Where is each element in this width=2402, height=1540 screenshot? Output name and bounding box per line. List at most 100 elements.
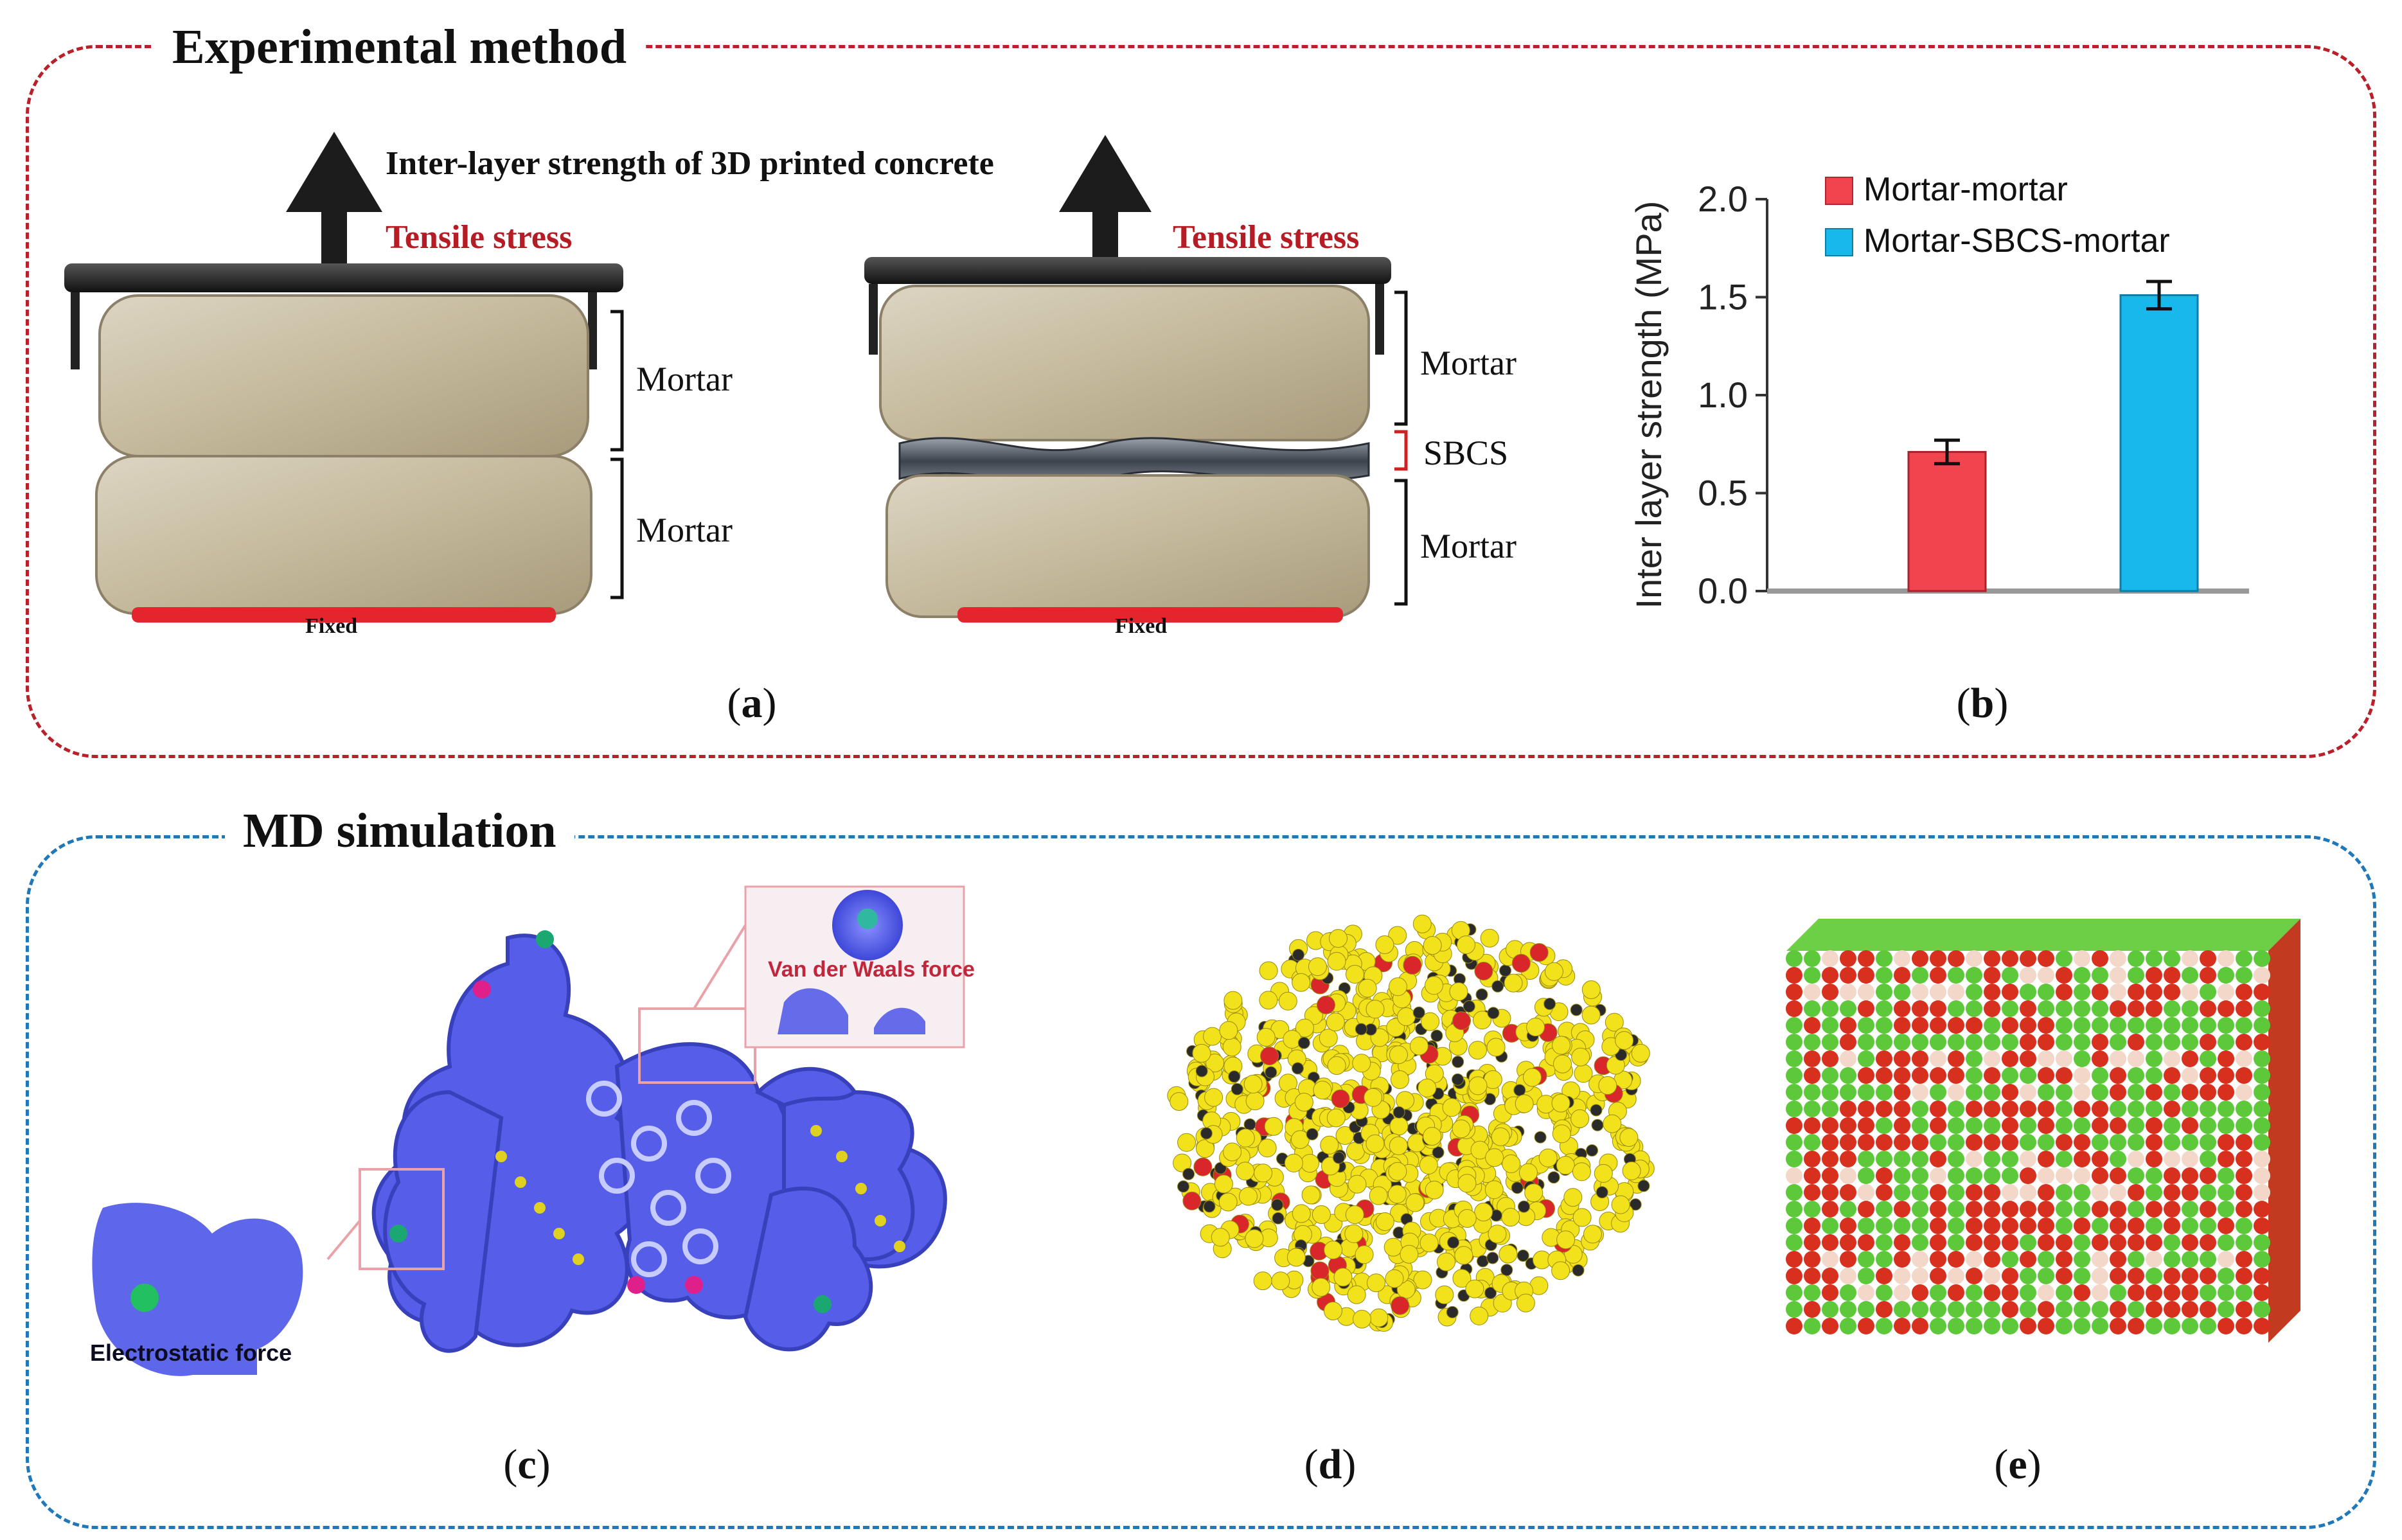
atom xyxy=(1822,1151,1838,1167)
atom xyxy=(2002,1084,2018,1101)
atom xyxy=(1452,1073,1464,1086)
atom xyxy=(1858,1217,1874,1234)
crystal-side-face xyxy=(2268,919,2300,1343)
atom xyxy=(1930,1284,1946,1301)
atom xyxy=(1876,1000,1892,1017)
atom xyxy=(1948,1184,1964,1201)
atom xyxy=(1272,1212,1285,1225)
atom xyxy=(1912,1251,1928,1268)
atom xyxy=(2164,1167,2180,1184)
atom xyxy=(2002,1134,2018,1151)
atom xyxy=(2020,967,2036,984)
atom xyxy=(1786,1117,1802,1134)
atom xyxy=(1544,962,1563,981)
atom xyxy=(1876,1301,1892,1318)
atom xyxy=(1858,1017,1874,1034)
atom xyxy=(1876,1050,1892,1067)
atom xyxy=(1236,1162,1255,1181)
atom xyxy=(1858,1067,1874,1084)
atom xyxy=(2020,1034,2036,1050)
atom xyxy=(1355,1245,1374,1264)
vdw-force-label: Van der Waals force xyxy=(768,957,975,982)
atom xyxy=(1563,1188,1583,1207)
atom xyxy=(1346,1142,1365,1161)
atom xyxy=(1894,1117,1910,1134)
atom xyxy=(1876,1067,1892,1084)
atom xyxy=(2002,1067,2018,1084)
atom xyxy=(2200,1084,2216,1101)
atom xyxy=(2074,1284,2090,1301)
atom xyxy=(2254,1268,2270,1284)
atom xyxy=(2164,1017,2180,1034)
atom xyxy=(1391,1296,1410,1315)
atom xyxy=(1894,1234,1910,1251)
right-tensile-stress-label: Tensile stress xyxy=(1173,219,1360,256)
atom xyxy=(1876,1117,1892,1134)
atom xyxy=(2020,950,2036,967)
atom xyxy=(1786,1017,1802,1034)
atom xyxy=(2056,1318,2072,1334)
atom xyxy=(1786,1234,1802,1251)
atom xyxy=(1894,1017,1910,1034)
atom xyxy=(2110,1034,2126,1050)
atom xyxy=(2218,1000,2234,1017)
atom xyxy=(1894,1084,1910,1101)
atom xyxy=(2056,1117,2072,1134)
atom xyxy=(2128,1151,2144,1167)
atom xyxy=(1912,1134,1928,1151)
atom xyxy=(2146,1067,2162,1084)
atom xyxy=(2056,1084,2072,1101)
atom xyxy=(2038,1284,2054,1301)
atom xyxy=(1468,1041,1487,1060)
atom xyxy=(1912,1201,1928,1217)
atom xyxy=(2038,984,2054,1000)
atom xyxy=(1858,1050,1874,1067)
atom xyxy=(2200,1017,2216,1034)
atom xyxy=(1405,1193,1425,1212)
atom xyxy=(2218,1234,2234,1251)
atom xyxy=(1200,1127,1213,1140)
atom xyxy=(1840,1067,1856,1084)
atom xyxy=(1894,1000,1910,1017)
atom xyxy=(1468,1076,1488,1095)
atom xyxy=(1858,1151,1874,1167)
atom xyxy=(1984,1017,2000,1034)
atom xyxy=(2254,984,2270,1000)
atom xyxy=(2092,1151,2108,1167)
left-fixed-label: Fixed xyxy=(305,614,358,638)
atom xyxy=(1419,1155,1438,1174)
atom xyxy=(2002,1184,2018,1201)
atom xyxy=(1516,1293,1535,1313)
atom xyxy=(2182,1067,2198,1084)
atom xyxy=(1894,1284,1910,1301)
atom xyxy=(1581,980,1601,999)
atom xyxy=(1966,1284,1982,1301)
atom xyxy=(1840,1101,1856,1117)
atom xyxy=(1786,1050,1802,1067)
atom xyxy=(2146,1050,2162,1067)
atom xyxy=(2038,1318,2054,1334)
atom xyxy=(2218,1167,2234,1184)
atom xyxy=(1804,1251,1820,1268)
atom xyxy=(2146,1217,2162,1234)
atom xyxy=(2110,1201,2126,1217)
atom xyxy=(2002,1268,2018,1284)
atom xyxy=(1930,1268,1946,1284)
atom xyxy=(1786,1268,1802,1284)
atom xyxy=(2236,1067,2252,1084)
atom xyxy=(2074,1000,2090,1017)
atom xyxy=(2218,1268,2234,1284)
atom xyxy=(2056,950,2072,967)
atom xyxy=(1804,1151,1820,1167)
atom xyxy=(1948,984,1964,1000)
atom xyxy=(2218,1184,2234,1201)
atom xyxy=(1984,1101,2000,1117)
atom xyxy=(2002,1050,2018,1067)
atom xyxy=(2146,1268,2162,1284)
atom xyxy=(1265,1066,1277,1079)
atom xyxy=(1484,1180,1504,1199)
atom xyxy=(1894,1134,1910,1151)
atom xyxy=(2074,1268,2090,1284)
atom xyxy=(1290,1130,1310,1149)
atom xyxy=(2056,1234,2072,1251)
